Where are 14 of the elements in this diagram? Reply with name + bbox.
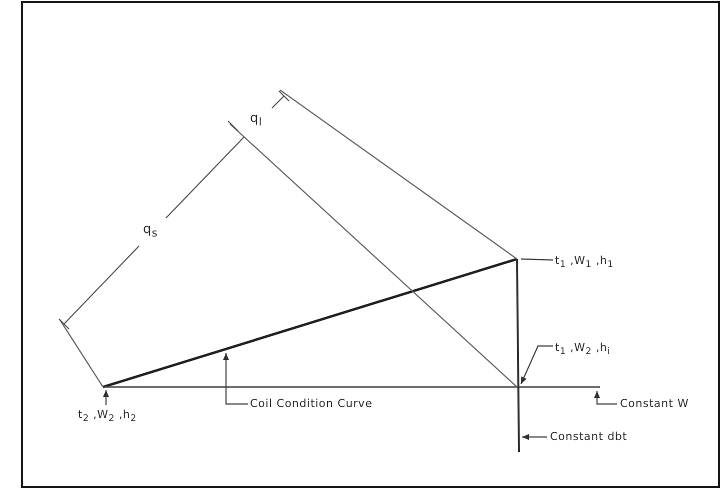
dimension-label: q$_{l}$	[250, 112, 262, 130]
line-label: Constant W	[620, 397, 689, 411]
leader-line	[520, 258, 554, 261]
leader-line	[594, 391, 617, 405]
state-point-label: t$_{1}$ ,W$_{2}$ ,h$_{i}$	[555, 341, 610, 360]
leader-line	[223, 353, 248, 405]
state-point-label: t$_{1}$ ,W$_{1}$ ,h$_{1}$	[555, 254, 614, 272]
leader-line	[520, 345, 553, 384]
state-point-label: t$_{2}$ ,W$_{2}$ ,h$_{2}$	[78, 408, 137, 426]
leader-line	[103, 390, 109, 405]
leader-line	[522, 434, 547, 440]
line-label: Constant dbt	[550, 430, 628, 444]
curve-label: Coil Condition Curve	[250, 397, 372, 411]
dimension-label: q$_{s}$	[143, 223, 158, 241]
